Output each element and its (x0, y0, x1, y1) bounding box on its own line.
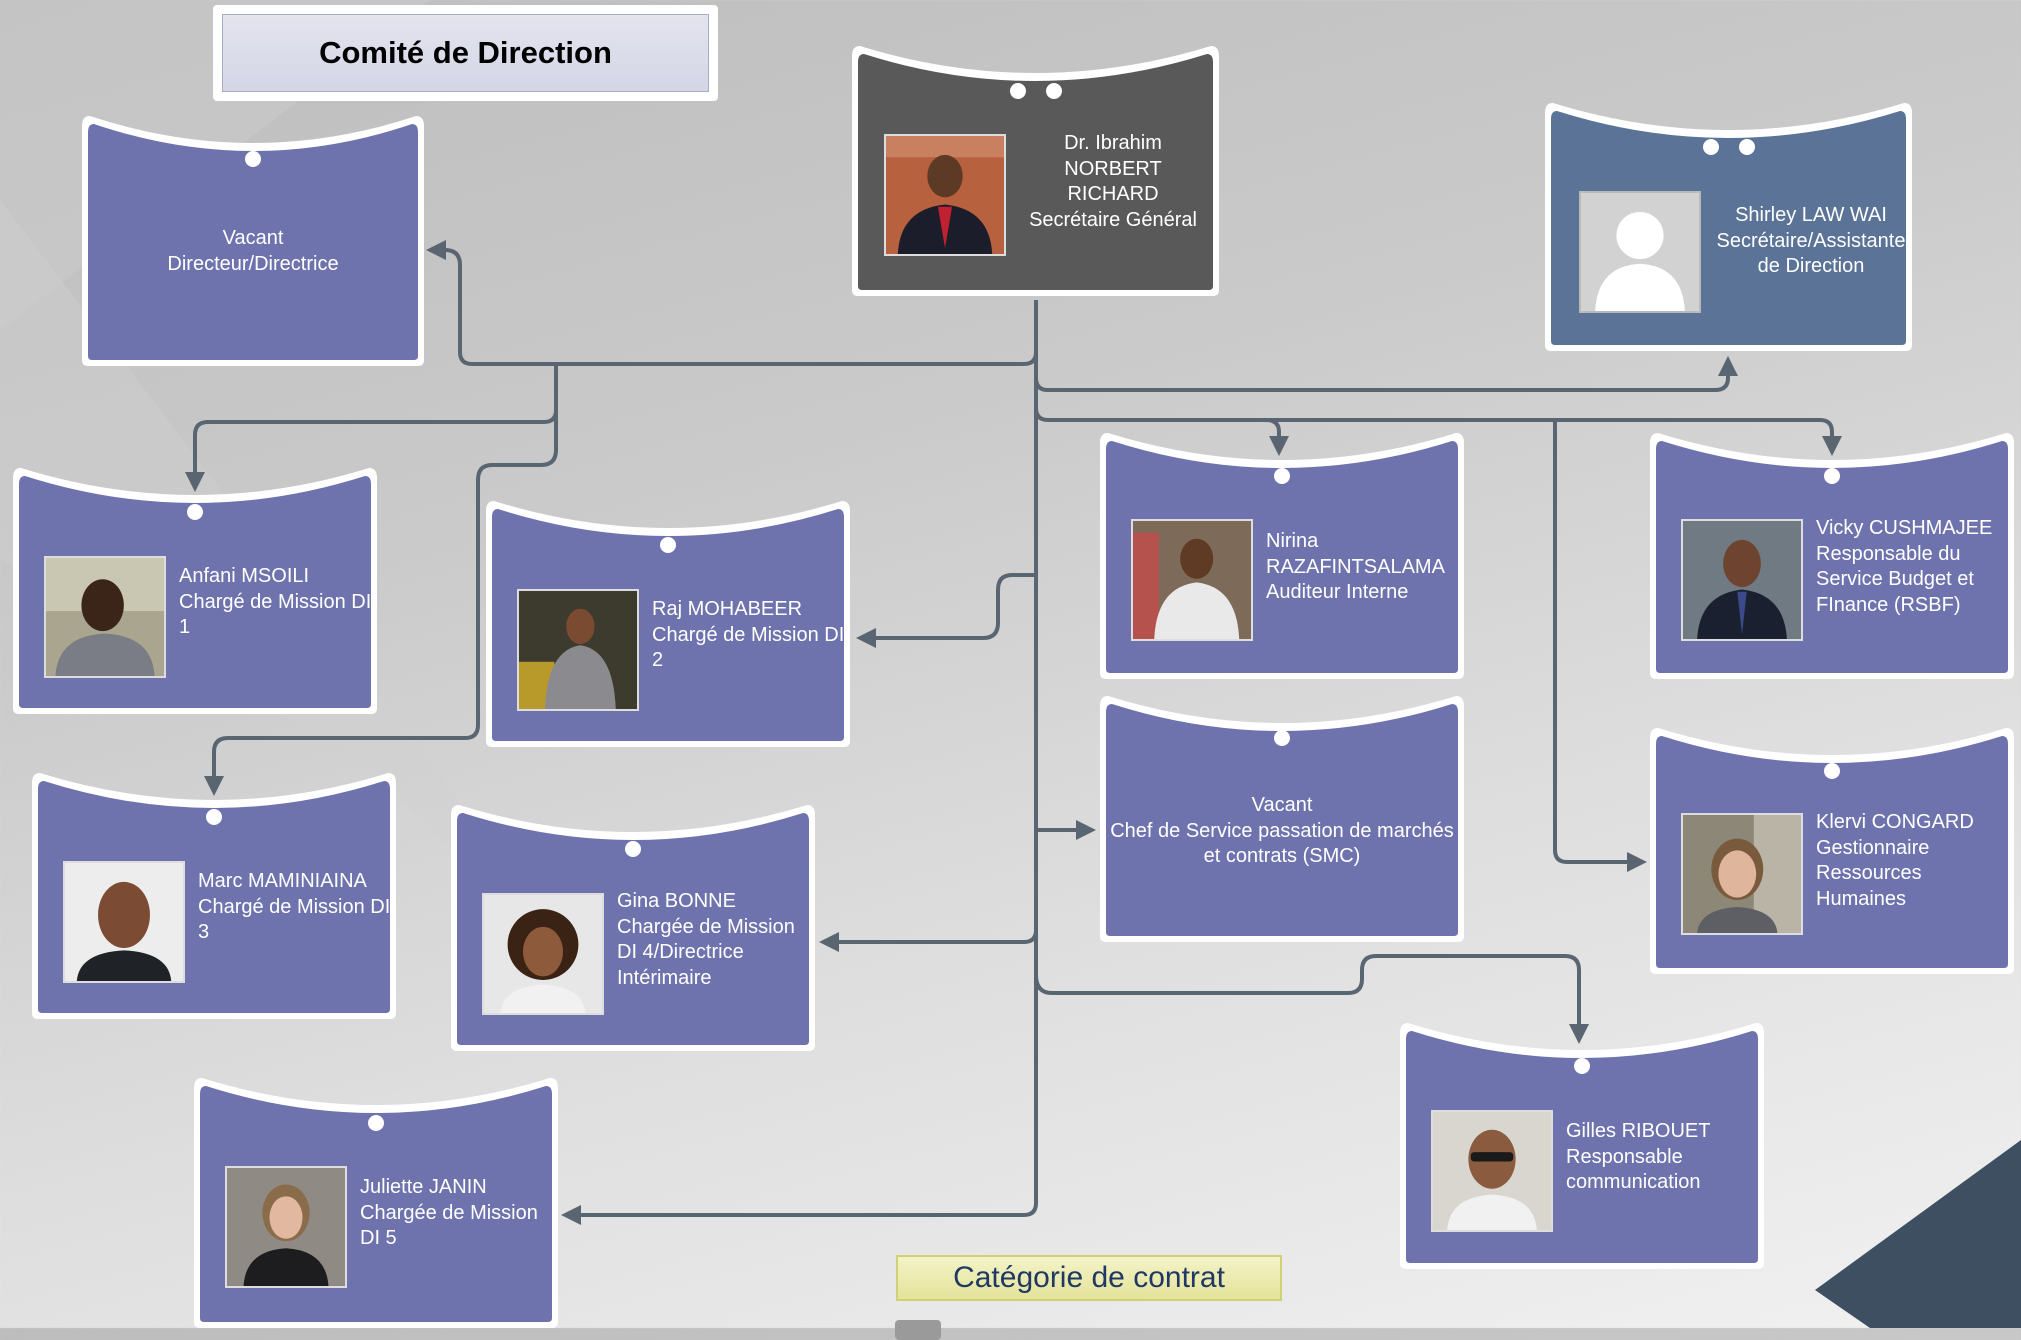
director-line-2: Directeur/Directrice (167, 252, 339, 275)
assistant-line-3: de Direction (1757, 255, 1865, 277)
connector-marc (204, 410, 558, 796)
vicky-line-2: Responsable du (1816, 542, 1961, 565)
juliette-line-2: Chargée de Mission (360, 1201, 538, 1224)
connector-director (426, 240, 1038, 366)
card-vicky-cushmajee: Vicky CUSHMAJEE Responsable du Service B… (1646, 425, 2018, 683)
marc-line-3: 3 (198, 921, 210, 943)
anfani-line-1: Anfani MSOILI (179, 565, 310, 587)
diagram-title-text: Comité de Direction (222, 14, 709, 92)
card-klervi-congard: Klervi CONGARD Gestionnaire Ressources H… (1646, 720, 2018, 978)
card-anfani-msoili: Anfani MSOILI Chargé de Mission DI 1 (9, 460, 381, 718)
diagram-title: Comité de Direction (213, 5, 718, 101)
gilles-line-2: Responsable (1566, 1145, 1683, 1168)
director-line-1: Vacant (222, 227, 284, 249)
card-juliette-janin: Juliette JANIN Chargée de Mission DI 5 (190, 1070, 562, 1332)
connector-raj (856, 573, 1036, 648)
category-legend-swatch (895, 1320, 941, 1340)
connector-right-branch (1034, 405, 1842, 456)
juliette-line-1: Juliette JANIN (360, 1176, 487, 1198)
klervi-line-1: Klervi CONGARD (1816, 811, 1974, 833)
photo-gina-bonne (482, 893, 604, 1015)
sg-line-3: RICHARD (1067, 183, 1159, 205)
photo-vicky-cushmajee (1681, 519, 1803, 641)
raj-line-3: 2 (652, 649, 664, 671)
raj-line-2: Chargé de Mission DI (652, 623, 845, 646)
card-secretaire-general: Dr. Ibrahim NORBERT RICHARD Secrétaire G… (848, 38, 1223, 300)
card-nirina-razafintsalama: Nirina RAZAFINTSALAMA Auditeur Interne (1096, 425, 1468, 683)
gina-line-1: Gina BONNE (617, 890, 736, 912)
raj-line-1: Raj MOHABEER (652, 598, 803, 620)
sg-line-2: NORBERT (1064, 157, 1162, 180)
photo-juliette-janin (225, 1166, 347, 1288)
smc-line-1: Vacant (1251, 794, 1313, 816)
card-directeur-directrice: Vacant Directeur/Directrice (78, 108, 428, 370)
card-gina-bonne: Gina BONNE Chargée de Mission DI 4/Direc… (447, 797, 819, 1055)
connector-sg-trunk (561, 300, 1038, 1225)
photo-marc-maminiaina (63, 861, 185, 983)
photo-klervi-congard (1681, 813, 1803, 935)
photo-nirina-razafintsalama (1131, 519, 1253, 641)
photo-raj-mohabeer (517, 589, 639, 711)
connector-klervi (1553, 420, 1647, 872)
card-chef-service-smc: Vacant Chef de Service passation de marc… (1096, 688, 1468, 946)
gilles-line-3: communication (1566, 1171, 1701, 1193)
nirina-line-2: RAZAFINTSALAMA (1266, 555, 1445, 578)
gina-line-2: Chargée de Mission (617, 915, 795, 938)
smc-line-3: et contrats (SMC) (1203, 845, 1361, 867)
anfani-line-3: 1 (179, 616, 191, 638)
gilles-line-1: Gilles RIBOUET (1566, 1120, 1711, 1142)
gina-line-3: DI 4/Directrice (617, 941, 744, 963)
card-assistante-direction: Shirley LAW WAI Secrétaire/Assistante de… (1541, 95, 1916, 355)
photo-gilles-ribouet (1431, 1110, 1553, 1232)
connector-nirina (1265, 418, 1289, 456)
assistant-line-2: Secrétaire/Assistante (1716, 229, 1906, 252)
assistant-line-1: Shirley LAW WAI (1735, 204, 1887, 226)
photo-placeholder-shirley (1579, 191, 1701, 313)
connector-assistant (1034, 356, 1738, 392)
photo-ibrahim-norbert-richard (884, 134, 1006, 256)
marc-line-2: Chargé de Mission DI (198, 895, 391, 918)
vicky-line-3: Service Budget et (1816, 568, 1974, 590)
nirina-line-3: Auditeur Interne (1266, 581, 1409, 603)
marc-line-1: Marc MAMINIAINA (198, 870, 367, 892)
card-raj-mohabeer: Raj MOHABEER Chargé de Mission DI 2 (482, 493, 854, 751)
connector-gina (819, 929, 1038, 952)
sg-line-4: Secrétaire Général (1029, 208, 1197, 231)
sg-line-1: Dr. Ibrahim (1064, 132, 1162, 154)
connector-gilles (1034, 954, 1589, 1044)
juliette-line-3: DI 5 (360, 1227, 397, 1249)
klervi-line-2: Gestionnaire (1816, 836, 1930, 859)
nirina-line-1: Nirina (1266, 530, 1319, 552)
photo-anfani-msoili (44, 556, 166, 678)
anfani-line-2: Chargé de Mission DI (179, 590, 372, 613)
gina-line-4: Intérimaire (617, 966, 712, 989)
card-gilles-ribouet: Gilles RIBOUET Responsable communication (1396, 1015, 1768, 1273)
vicky-line-4: FInance (RSBF) (1816, 593, 1961, 616)
klervi-line-4: Humaines (1816, 887, 1907, 910)
klervi-line-3: Ressources (1816, 862, 1922, 884)
vicky-line-1: Vicky CUSHMAJEE (1816, 517, 1993, 539)
category-legend-title: Catégorie de contrat (896, 1255, 1282, 1301)
smc-line-2: Chef de Service passation de marchés (1110, 819, 1454, 842)
card-marc-maminiaina: Marc MAMINIAINA Chargé de Mission DI 3 (28, 765, 400, 1023)
